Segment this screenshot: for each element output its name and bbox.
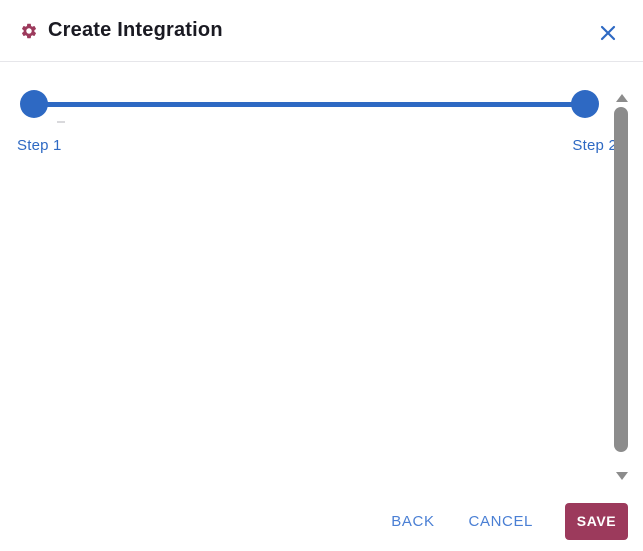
stepper-track [34,102,585,107]
close-button[interactable] [597,22,619,44]
back-button[interactable]: BACK [389,507,436,536]
step-2-dot[interactable] [571,90,599,118]
step-1-dot[interactable] [20,90,48,118]
dialog-footer: BACK CANCEL SAVE [0,491,643,551]
scrollbar-thumb[interactable] [614,107,628,452]
dialog-title: Create Integration [48,19,223,41]
step-2-label: Step 2 [572,137,617,154]
dialog-header: Create Integration [0,0,643,62]
close-icon [600,25,616,41]
scroll-down-arrow-icon[interactable] [616,472,628,480]
cancel-button[interactable]: CANCEL [467,507,535,536]
step-1-label: Step 1 [17,137,62,154]
scrollbar [614,90,630,486]
scroll-up-arrow-icon[interactable] [616,94,628,102]
save-button[interactable]: SAVE [565,502,628,540]
gear-icon [21,23,37,38]
slider-tick [57,121,65,123]
